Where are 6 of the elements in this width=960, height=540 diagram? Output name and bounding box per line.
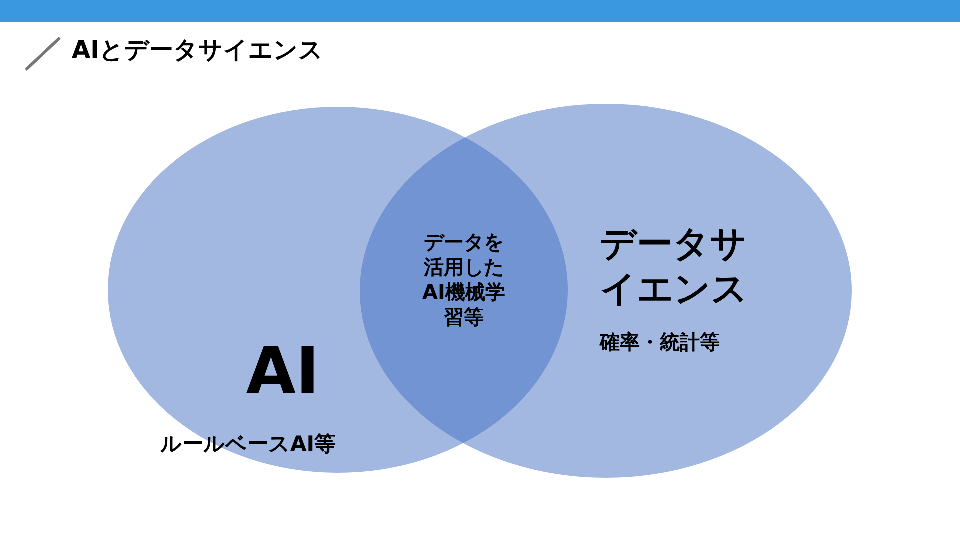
slide-title: AIとデータサイエンス	[72, 35, 324, 66]
set-label: データサイエンス	[600, 223, 749, 312]
set-description: ルールベースAI等	[159, 431, 337, 458]
overlap-label: データを活用したAI機械学習等	[422, 230, 506, 330]
set-description: 確率・統計等	[600, 330, 721, 355]
set-label: AI	[245, 334, 321, 411]
